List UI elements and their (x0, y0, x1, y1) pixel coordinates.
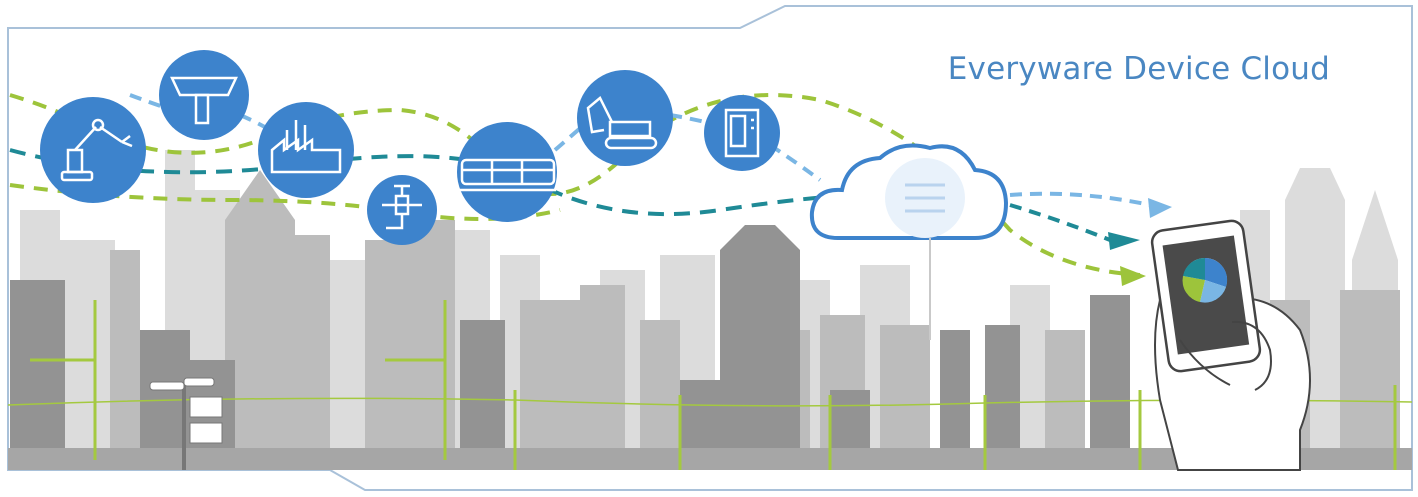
smartphone-icon (1150, 219, 1311, 471)
pipeline-valve-icon (367, 175, 437, 245)
factory-icon (258, 102, 354, 198)
ground (8, 448, 1412, 470)
robot-arm-icon (40, 97, 146, 203)
skyline-mid (110, 170, 1400, 470)
street-lamp (149, 377, 223, 470)
excavator-icon (577, 70, 673, 166)
page-title: Everyware Device Cloud (947, 50, 1330, 87)
street-poles (7, 300, 1413, 470)
train-icon (457, 122, 557, 222)
arrow-green (1120, 266, 1146, 286)
security-camera-icon (159, 50, 249, 140)
arrow-teal (1108, 232, 1140, 250)
cloud-icon (809, 143, 1009, 340)
vending-machine-icon (704, 95, 780, 171)
arrow-light-blue (1148, 198, 1172, 218)
